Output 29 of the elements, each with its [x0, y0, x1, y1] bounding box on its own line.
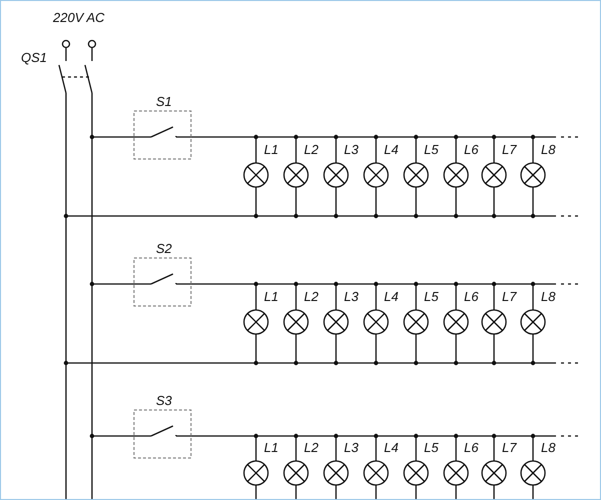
lamp-label: L5: [424, 290, 438, 304]
lamp-label: L2: [304, 290, 318, 304]
lamp-label: L8: [541, 441, 556, 455]
lamp-label: L1: [264, 441, 278, 455]
lamp-label: L3: [344, 290, 358, 304]
voltage-label: 220V AC: [53, 11, 105, 25]
lamp-label: L7: [502, 143, 516, 157]
lamp-label: L1: [264, 290, 278, 304]
lamp-label: L8: [541, 290, 556, 304]
lamp-label: L6: [464, 143, 478, 157]
lamp-label: L3: [344, 441, 358, 455]
switch-label: S2: [156, 242, 172, 256]
lamp-label: L2: [304, 441, 318, 455]
lamp-label: L1: [264, 143, 278, 157]
lamp-label: L4: [384, 290, 398, 304]
lamp-label: L5: [424, 441, 438, 455]
lamp-label: L7: [502, 441, 516, 455]
switch-label: S3: [156, 394, 172, 408]
lamp-label: L6: [464, 290, 478, 304]
lamp-label: L4: [384, 441, 398, 455]
lamp-label: L2: [304, 143, 318, 157]
lamp-label: L6: [464, 441, 478, 455]
lamp-label: L5: [424, 143, 438, 157]
lamp-label: L4: [384, 143, 398, 157]
switch-label: S1: [156, 95, 172, 109]
lamp-label: L7: [502, 290, 516, 304]
lamp-label: L3: [344, 143, 358, 157]
switch-label: QS1: [21, 51, 48, 65]
lamp-label: L8: [541, 143, 556, 157]
